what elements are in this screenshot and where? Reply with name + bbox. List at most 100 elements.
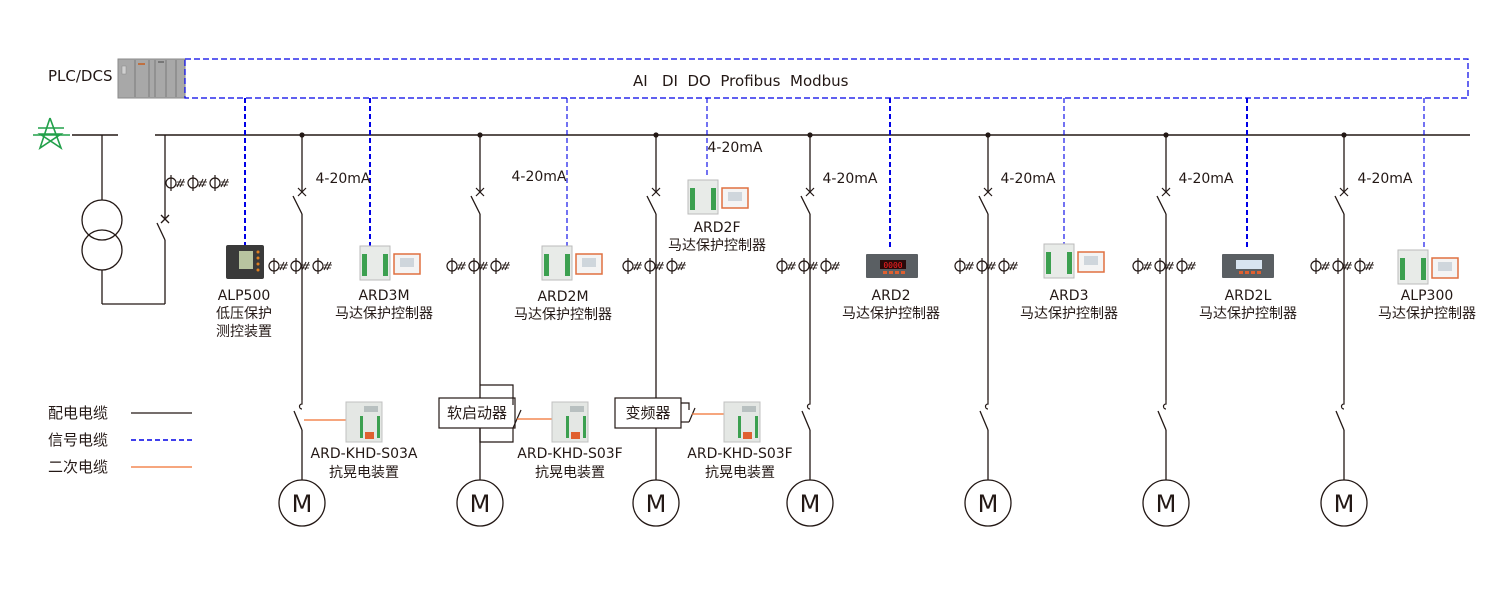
current-transformer-icon [987,261,993,271]
device-desc-label: 马达保护控制器 [1199,306,1297,322]
feeder-group: ALP500低压保护测控装置4-20mAARD3M马达保护控制器ARD-KHD-… [165,98,1476,527]
current-transformer-icon [1190,261,1196,271]
current-transformer-icon [479,261,485,271]
contactor-icon [293,410,303,431]
current-transformer-icon [636,261,642,271]
legend-label-secondary: 二次电缆 [48,458,108,476]
contactor-icon [979,410,989,431]
device-terminal [1400,258,1405,280]
device-screen [1438,262,1452,271]
device-button [1245,271,1249,274]
contactor-icon [1340,400,1345,410]
motor-label: M [978,490,999,518]
device-model-label: ALP300 [1401,288,1454,304]
device-display: 0000 [883,261,902,270]
bypass-line [480,384,514,405]
current-transformer-icon [990,261,996,271]
current-transformer-icon [965,261,971,271]
device-terminal [738,416,741,438]
motor-icon [278,479,326,527]
legend-label-signal: 信号电缆 [48,431,108,449]
current-transformer-icon [176,178,182,188]
device-button [1239,271,1243,274]
bypass-line [479,428,514,443]
legend-label-power: 配电电缆 [48,404,108,422]
current-transformer-icon [457,261,463,271]
device-button [1251,271,1255,274]
communication-bus-box [184,58,1469,99]
current-transformer-icon [1009,261,1015,271]
protection-device-icon [1043,243,1105,279]
current-transformer-icon [658,261,664,271]
protection-device-icon: 0000 [866,254,918,278]
device-screen [239,251,253,269]
circuit-breaker-icon [978,195,989,215]
contactor-icon [298,400,303,410]
current-transformer-icon [787,261,793,271]
current-transformer-icon [501,261,507,271]
motor-label: M [1334,490,1355,518]
circuit-breaker-icon [297,187,307,197]
circuit-breaker-icon [800,195,811,215]
current-transformer-icon [1012,261,1018,271]
device-model-label: ARD3M [358,288,409,304]
signal-4-20ma-label: 4-20mA [1358,171,1413,187]
device-button [889,271,893,274]
current-transformer-icon [812,261,818,271]
current-transformer-icon [504,261,510,271]
device-led [256,250,260,254]
motor-icon [1142,479,1190,527]
contactor-icon [806,400,811,410]
device-terminal [571,432,580,439]
device-button [901,271,905,274]
starter-box [438,397,516,429]
device-model-label: ARD2 [872,288,911,304]
device-terminal [566,416,569,438]
current-transformer-icon [1187,261,1193,271]
device-button [895,271,899,274]
device-desc-label: 马达保护控制器 [668,238,766,254]
device-terminal [690,188,695,210]
device-model-label: ARD2F [693,220,740,236]
current-transformer-icon [1346,261,1352,271]
circuit-breaker-icon [983,187,993,197]
device-terminal [1046,252,1051,274]
current-transformer-icon [279,261,285,271]
vfd-contact-line [681,402,690,410]
current-transformer-icon [968,261,974,271]
current-transformer-icon [790,261,796,271]
device-desc-label: 马达保护控制器 [335,306,433,322]
device-screen [364,406,378,412]
current-transformer-icon [482,261,488,271]
current-transformer-icon [680,261,686,271]
protection-device-icon [541,245,603,281]
contactor-icon [1335,410,1345,431]
circuit-breaker-icon [646,195,657,215]
device-led [256,256,260,260]
circuit-breaker-icon [475,187,485,197]
signal-4-20ma-label: 4-20mA [512,169,567,185]
current-transformer-icon [326,261,332,271]
device-terminal [383,254,388,276]
vrd-model-label: ARD-KHD-S03A [311,446,418,462]
device-screen [582,258,596,267]
current-transformer-icon [655,261,661,271]
current-transformer-icon [1365,261,1371,271]
protection-device-icon [226,245,264,279]
device-desc-label: 测控装置 [216,324,272,340]
circuit-breaker-icon [1334,195,1345,215]
current-transformer-icon [1368,261,1374,271]
current-transformer-icon [282,261,288,271]
device-desc-label: 马达保护控制器 [1378,306,1476,322]
signal-4-20ma-label: 4-20mA [316,171,371,187]
device-desc-label: 马达保护控制器 [842,306,940,322]
current-transformer-icon [809,261,815,271]
current-transformer-icon [220,178,226,188]
bus-protocols-label: AI DI DO Profibus Modbus [633,72,849,90]
device-terminal [365,432,374,439]
transformer-icon [81,135,170,305]
circuit-breaker-icon [1161,187,1171,197]
protection-device-icon [359,245,421,281]
current-transformer-icon [1165,261,1171,271]
